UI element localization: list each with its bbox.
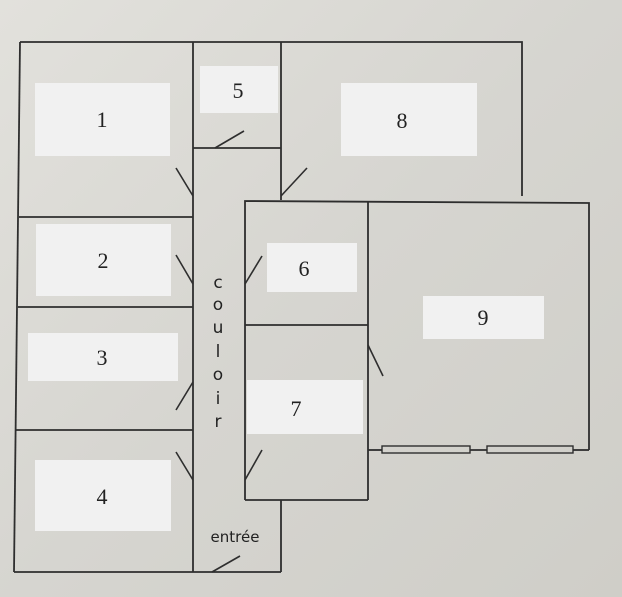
outer-wall-top [20, 41, 523, 196]
room-4-label: 4 [35, 460, 171, 531]
door-room-6 [244, 255, 263, 285]
door-room-1 [175, 167, 194, 197]
door-room-7 [244, 449, 263, 481]
corridor-letter: c [213, 273, 222, 293]
room-number: 7 [291, 396, 302, 421]
room-number: 8 [397, 108, 408, 133]
door-room-3 [175, 381, 194, 411]
corridor-letter: i [216, 389, 221, 409]
window [486, 445, 574, 454]
room-7-label: 7 [247, 380, 363, 434]
room-number: 6 [299, 256, 310, 281]
room-number: 3 [97, 345, 108, 370]
doors [175, 130, 384, 573]
door-room-2 [175, 254, 194, 285]
room-1-label: 1 [35, 83, 170, 156]
outer-wall-left [13, 41, 21, 573]
entrance-label: entrée [211, 528, 260, 546]
corridor-letter: u [213, 318, 224, 338]
room-number: 4 [97, 484, 108, 509]
window [381, 445, 471, 454]
room-2-label: 2 [36, 224, 171, 296]
door-room-4 [175, 451, 194, 481]
room-5-label: 5 [200, 66, 278, 113]
walls [13, 41, 590, 573]
room-8-label: 8 [341, 83, 477, 156]
corridor-letter: r [215, 412, 222, 432]
room-3-label: 3 [28, 333, 178, 381]
entrance-door [211, 555, 241, 573]
room-9-label: 9 [423, 296, 544, 339]
room-number: 5 [233, 78, 244, 103]
room-number: 9 [478, 305, 489, 330]
corridor-letter: l [216, 342, 221, 362]
door-room-5 [214, 130, 245, 149]
corridor-letter: o [213, 295, 223, 315]
corridor-label: c o u l o i r [213, 273, 224, 432]
door-room-8 [280, 167, 308, 197]
door-room-9 [367, 344, 384, 377]
room-number: 1 [97, 107, 108, 132]
room-6-label: 6 [267, 243, 357, 292]
block-wall [244, 200, 590, 500]
room-number: 2 [98, 248, 109, 273]
corridor-letter: o [213, 365, 223, 385]
